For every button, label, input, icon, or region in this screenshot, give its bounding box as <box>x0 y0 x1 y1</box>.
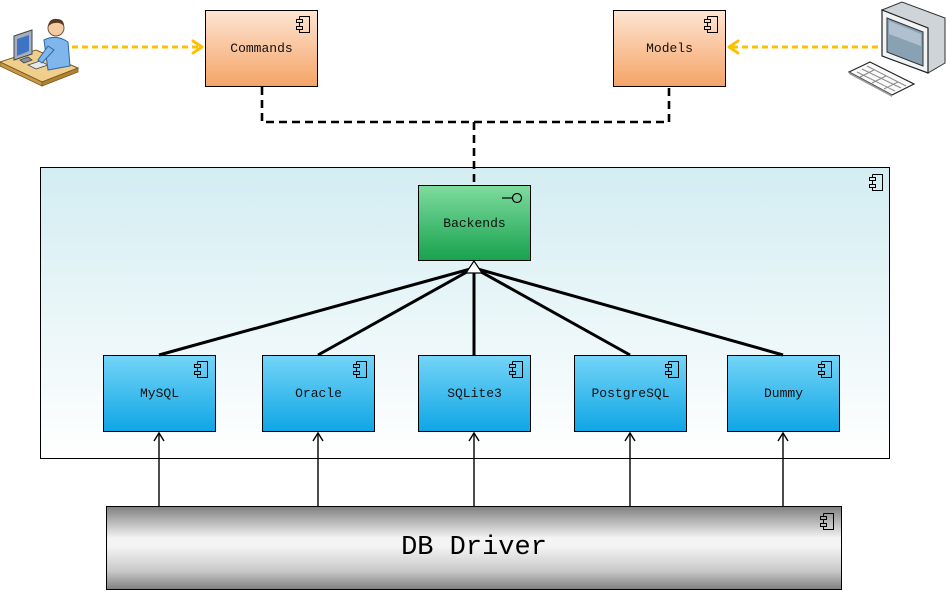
backends-interface: Backends <box>418 185 531 261</box>
component-label: Dummy <box>763 386 803 401</box>
computer-icon <box>848 0 946 98</box>
arrowhead <box>191 39 204 55</box>
commands-component: Commands <box>205 10 318 87</box>
arrowhead <box>727 39 740 55</box>
component-icon <box>664 361 679 378</box>
component-label: SQLite3 <box>447 386 502 401</box>
component-icon <box>352 361 367 378</box>
component-label: Commands <box>230 41 293 56</box>
db-driver-label: DB Driver <box>401 532 547 563</box>
models-component: Models <box>613 10 726 87</box>
component-icon <box>295 16 310 33</box>
dummy-component: Dummy <box>727 355 840 432</box>
component-label: PostgreSQL <box>591 386 670 401</box>
component-label: Models <box>646 41 693 56</box>
sqlite3-component: SQLite3 <box>418 355 531 432</box>
commands-models-link <box>260 87 671 124</box>
user-at-desk-icon <box>0 10 80 88</box>
component-label: Backends <box>443 215 506 231</box>
component-label: MySQL <box>139 386 179 401</box>
interface-icon <box>502 191 524 204</box>
postgresql-component: PostgreSQL <box>574 355 687 432</box>
oracle-component: Oracle <box>262 355 375 432</box>
component-icon <box>703 16 718 33</box>
component-icon <box>819 513 834 530</box>
db-driver-component: DB Driver <box>106 506 842 590</box>
component-icon <box>508 361 523 378</box>
mysql-component: MySQL <box>103 355 216 432</box>
component-label: Oracle <box>295 386 342 401</box>
component-icon <box>193 361 208 378</box>
component-icon <box>817 361 832 378</box>
component-icon <box>868 174 883 191</box>
